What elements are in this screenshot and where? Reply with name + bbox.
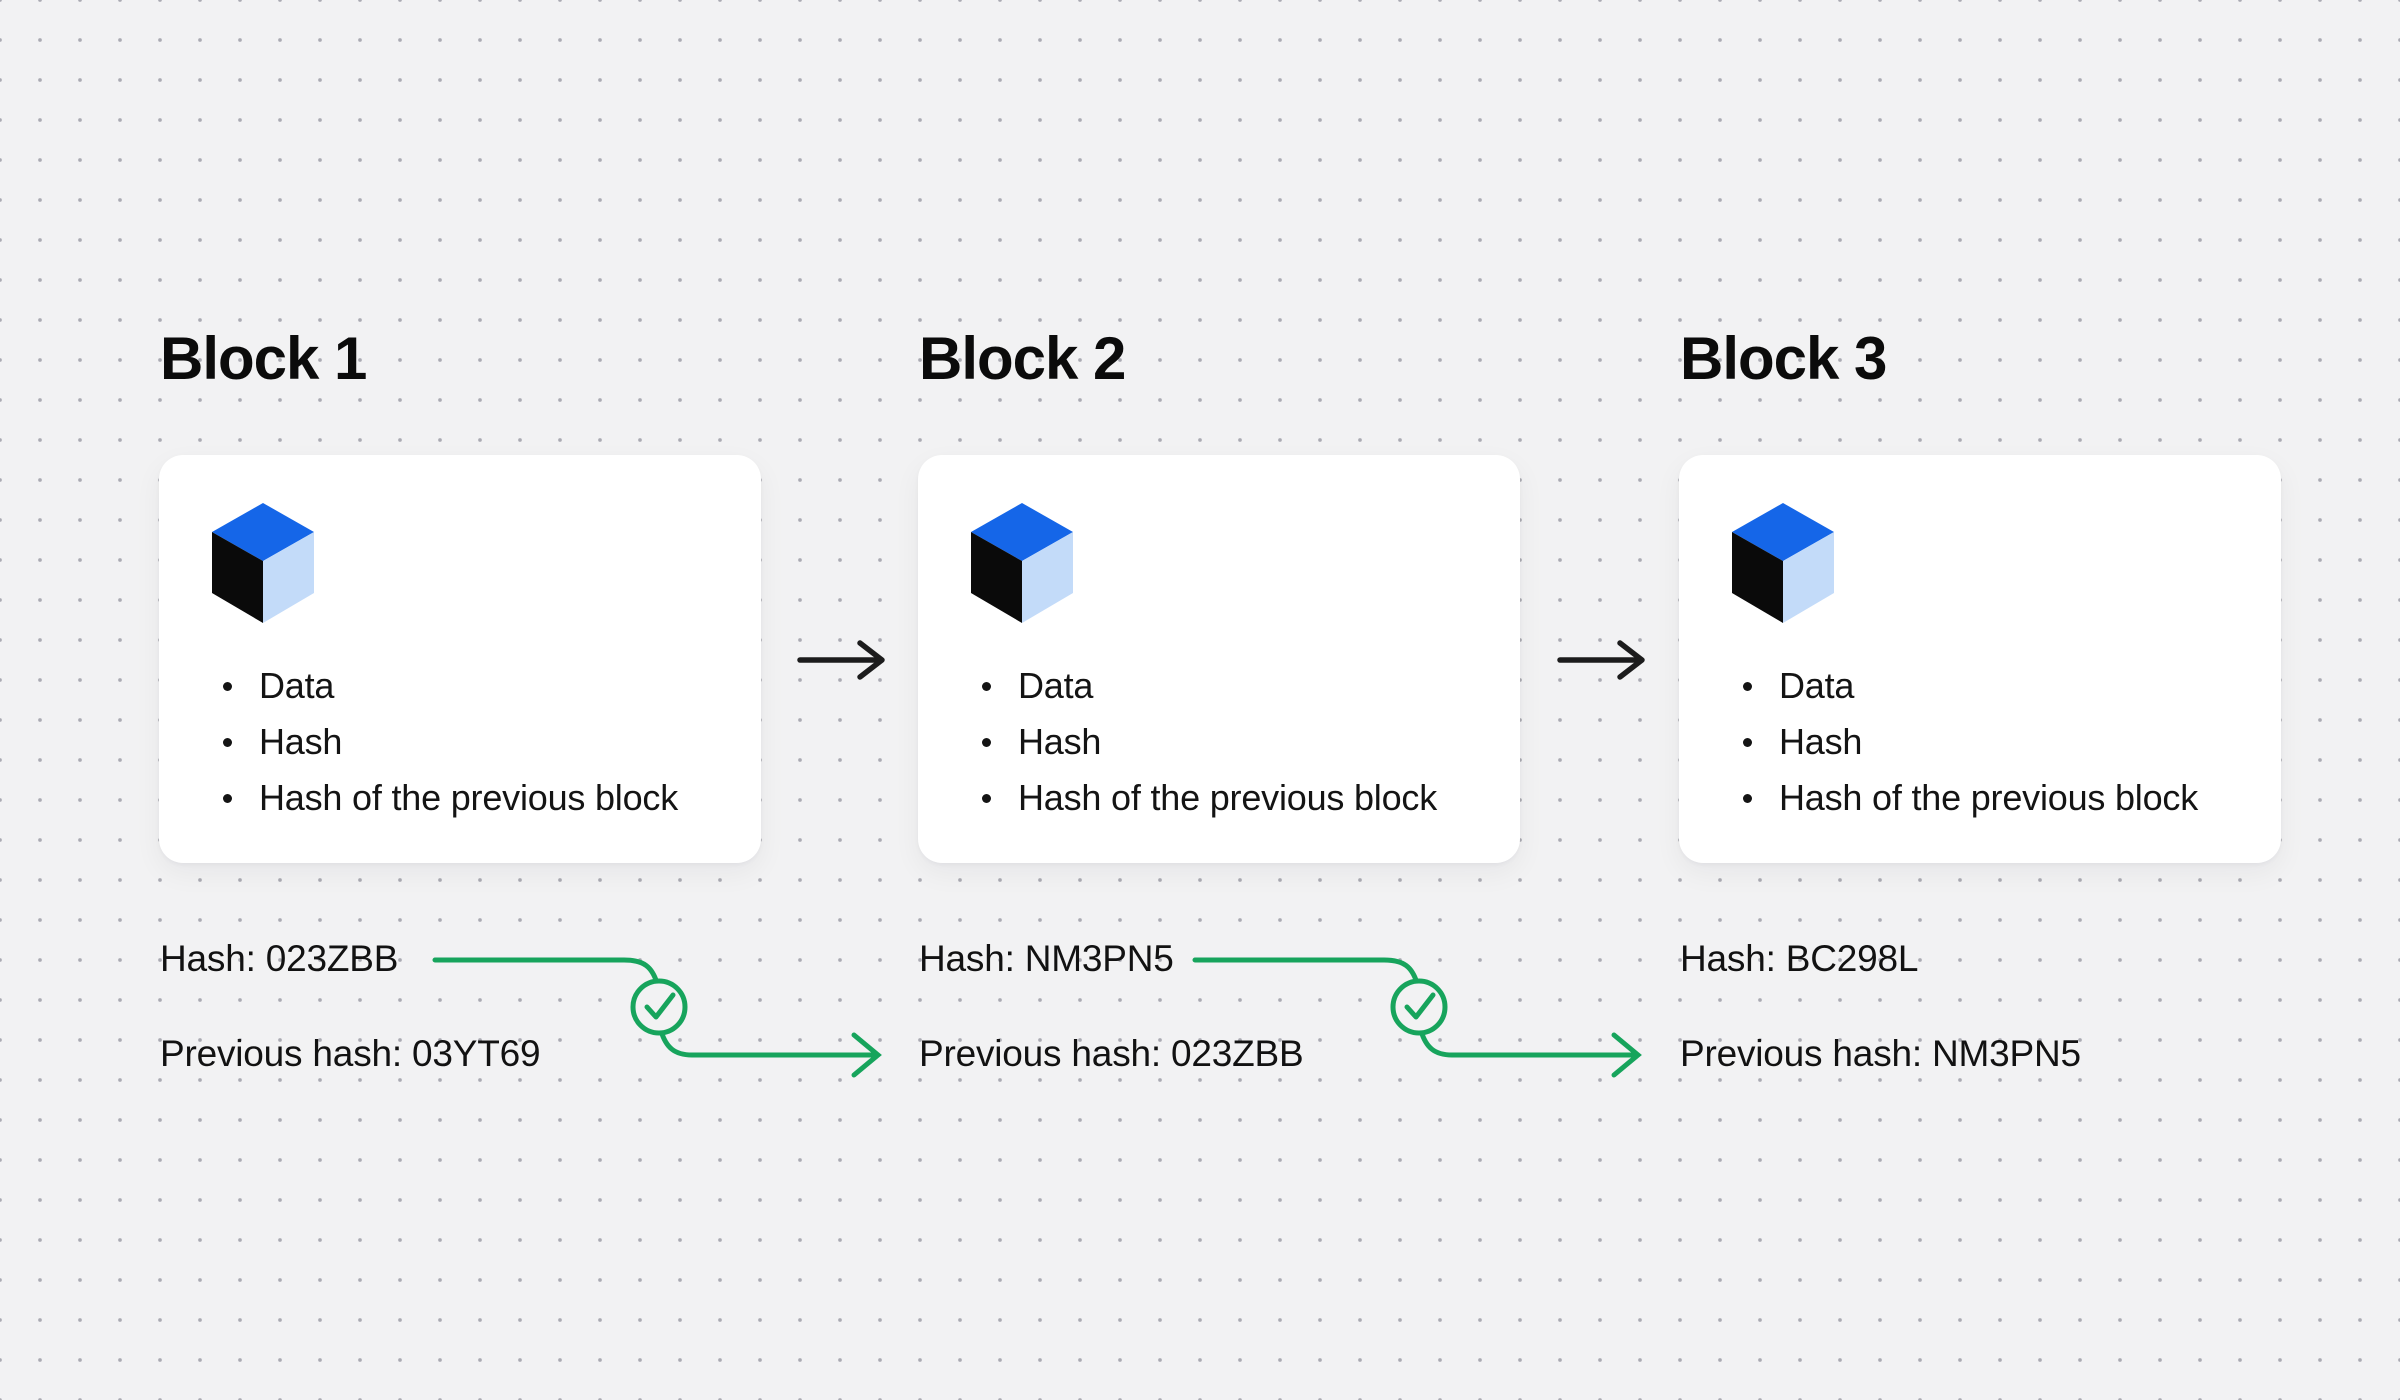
block-1-list: Data Hash Hash of the previous block (211, 658, 721, 826)
block-2-previous-hash: Previous hash: 023ZBB (919, 1033, 1304, 1074)
block-2-title: Block 2 (919, 325, 1126, 392)
bullet-dot (223, 681, 232, 691)
block-2-card: Data Hash Hash of the previous block (918, 455, 1520, 863)
block-3-list: Data Hash Hash of the previous block (1731, 658, 2241, 826)
block-3-previous-hash: Previous hash: NM3PN5 (1680, 1033, 2081, 1074)
list-item: Data (982, 658, 1480, 714)
bullet-dot (223, 793, 232, 803)
list-item: Data (1743, 658, 2241, 714)
cube-icon (971, 503, 1073, 623)
block-2-hash: Hash: NM3PN5 (919, 938, 1174, 979)
cube-icon (212, 503, 314, 623)
bullet-dot (982, 737, 991, 747)
list-item: Hash of the previous block (1743, 770, 2241, 826)
list-item: Hash (223, 714, 721, 770)
hash-connector (432, 957, 882, 1078)
list-item: Hash (1743, 714, 2241, 770)
block-1-title: Block 1 (160, 325, 367, 392)
block-3-hash: Hash: BC298L (1680, 938, 1919, 979)
list-item: Hash (982, 714, 1480, 770)
block-2-list: Data Hash Hash of the previous block (970, 658, 1480, 826)
arrow-right-icon (797, 640, 885, 680)
cube-icon (1732, 503, 1834, 623)
bullet-dot (1743, 737, 1752, 747)
bullet-dot (223, 737, 232, 747)
block-3-card: Data Hash Hash of the previous block (1679, 455, 2281, 863)
list-item-label: Hash of the previous block (1779, 777, 2199, 818)
list-item-label: Hash (259, 721, 343, 762)
check-icon (630, 978, 688, 1036)
bullet-dot (1743, 681, 1752, 691)
list-item: Hash of the previous block (223, 770, 721, 826)
block-1-hash: Hash: 023ZBB (160, 938, 399, 979)
bullet-dot (982, 793, 991, 803)
list-item-label: Data (1779, 665, 1855, 706)
bullet-dot (1743, 793, 1752, 803)
block-3-title: Block 3 (1680, 325, 1887, 392)
list-item-label: Hash (1018, 721, 1102, 762)
block-1-previous-hash: Previous hash: 03YT69 (160, 1033, 541, 1074)
list-item: Data (223, 658, 721, 714)
list-item-label: Hash of the previous block (1018, 777, 1438, 818)
list-item-label: Hash (1779, 721, 1863, 762)
block-1-card: Data Hash Hash of the previous block (159, 455, 761, 863)
list-item-label: Data (259, 665, 335, 706)
list-item-label: Data (1018, 665, 1094, 706)
hash-connector (1192, 957, 1642, 1078)
list-item: Hash of the previous block (982, 770, 1480, 826)
list-item-label: Hash of the previous block (259, 777, 679, 818)
check-icon (1390, 978, 1448, 1036)
bullet-dot (982, 681, 991, 691)
arrow-right-icon (1557, 640, 1645, 680)
